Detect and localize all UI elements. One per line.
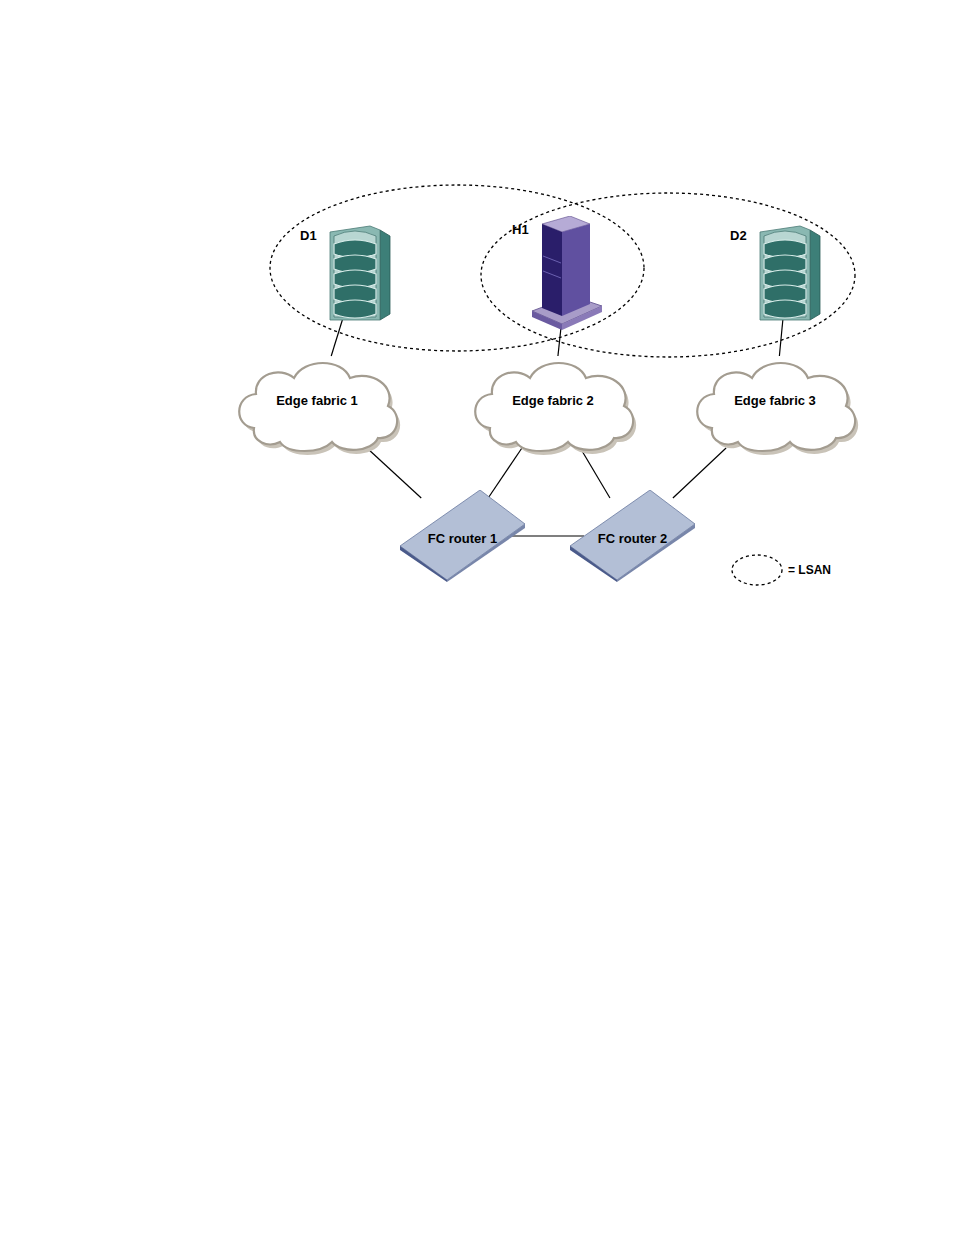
fc-router: FC router 1 (400, 490, 525, 582)
link-line (558, 327, 561, 356)
link-line (580, 448, 610, 498)
lsan-ellipse (481, 193, 855, 357)
device-label: H1 (512, 222, 529, 237)
link-line (511, 535, 584, 536)
lsan-ellipse (270, 185, 644, 351)
fc-router: FC router 2 (570, 490, 695, 582)
link-line (367, 448, 421, 498)
disk-array: D2 (730, 222, 825, 322)
legend-label: = LSAN (788, 563, 831, 577)
link-line (779, 320, 782, 356)
device-label: D2 (730, 228, 747, 243)
node-label: Edge fabric 2 (468, 344, 638, 456)
node-label: Edge fabric 3 (690, 344, 860, 456)
edge-fabric-cloud: Edge fabric 3 (690, 344, 860, 456)
link-line (488, 448, 522, 498)
disk-array: D1 (300, 222, 395, 322)
legend-sample (732, 555, 782, 585)
edge-fabric-cloud: Edge fabric 2 (468, 344, 638, 456)
link-line (331, 320, 342, 356)
host-server: H1 (512, 216, 612, 331)
node-label: FC router 2 (570, 490, 695, 584)
node-label: FC router 1 (400, 490, 525, 584)
edge-fabric-cloud: Edge fabric 1 (232, 344, 402, 456)
link-line (673, 448, 726, 498)
node-label: Edge fabric 1 (232, 344, 402, 456)
device-label: D1 (300, 228, 317, 243)
